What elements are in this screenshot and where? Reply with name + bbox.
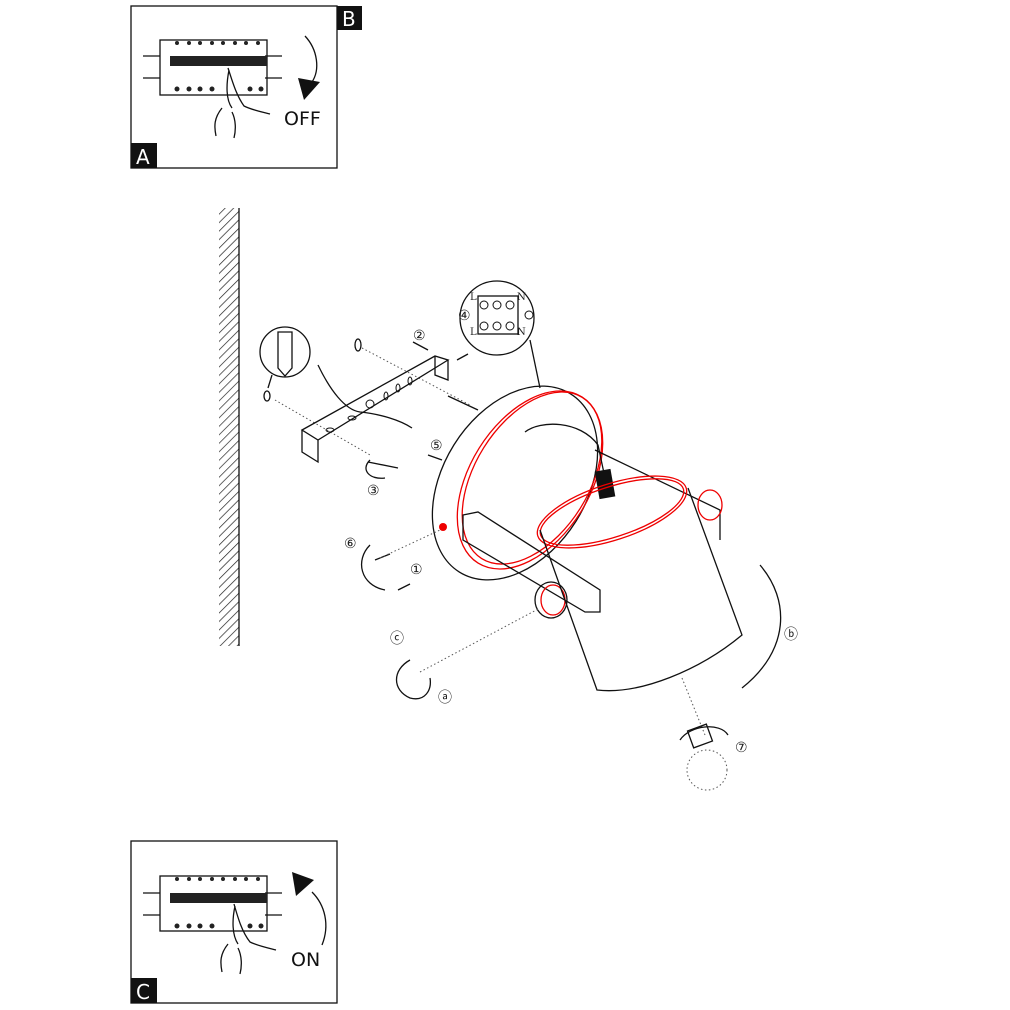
- step-c-label: ⓒ: [390, 631, 404, 647]
- badge-b: B: [342, 7, 356, 31]
- badge-c: C: [136, 980, 150, 1004]
- rotate-arrow-icon: [304, 35, 318, 83]
- rotation-arrows: [361, 341, 782, 700]
- bulb: [679, 723, 729, 791]
- rotate-arrow-icon: [311, 891, 327, 946]
- mounting-bracket: [300, 355, 450, 464]
- lamp-base: [379, 385, 616, 581]
- supply-cable: [317, 364, 413, 429]
- lamp-arm: [462, 449, 723, 619]
- step-6-label: ⑥: [344, 536, 357, 552]
- terminal-l-top: L: [470, 292, 477, 303]
- terminal-n-top: N: [517, 292, 526, 303]
- terminal-l-bottom: L: [470, 327, 477, 338]
- wall-plug-detail: [259, 326, 471, 456]
- terminal-block-detail: L N L N: [459, 280, 541, 389]
- circuit-breaker-icon: [143, 39, 282, 96]
- on-label: ON: [291, 949, 320, 971]
- step-1-label: ①: [410, 562, 423, 578]
- hand-icon: [220, 903, 277, 975]
- step-b-label: ⓑ: [784, 627, 798, 643]
- lamp-shade: [419, 475, 743, 736]
- wall: [219, 208, 240, 646]
- step-a-label: ⓐ: [438, 690, 452, 706]
- step-5-label: ⑤: [430, 438, 443, 454]
- step-2-label: ②: [413, 328, 426, 344]
- cable-connector: [594, 468, 616, 500]
- badge-a: A: [136, 145, 150, 169]
- step-3-label: ③: [367, 483, 380, 499]
- hand-icon: [214, 67, 271, 139]
- off-label: OFF: [284, 108, 321, 130]
- step-7-label: ⑦: [735, 740, 748, 756]
- power-on-panel: ON C: [130, 840, 338, 1004]
- screws: [367, 353, 479, 561]
- step-4-label: ④: [458, 308, 471, 324]
- power-off-panel: OFF B A: [130, 5, 362, 169]
- circuit-breaker-icon: [143, 875, 282, 932]
- terminal-n-bottom: N: [517, 327, 526, 338]
